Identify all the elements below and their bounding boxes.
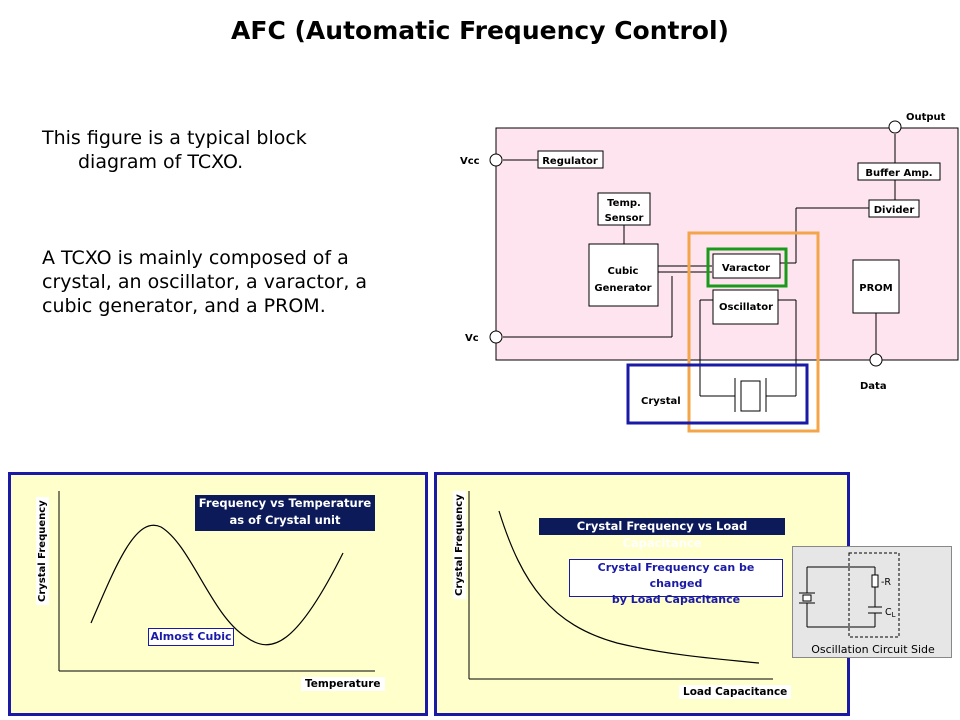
frequency-vs-load-capacitance-plot xyxy=(468,491,773,680)
neg-r-label: -R xyxy=(881,577,891,588)
vcc-terminal xyxy=(489,153,503,167)
intro-line-2: diagram of TCXO. xyxy=(78,151,244,173)
green-highlight-frame xyxy=(706,247,788,288)
cubic-generator-label-line1: Cubic xyxy=(608,266,639,277)
intro-paragraph-1: This figure is a typical block diagram o… xyxy=(42,126,422,174)
vc-terminal xyxy=(489,330,503,344)
buffer-amp-block xyxy=(857,162,941,181)
cl-label: CL xyxy=(885,607,896,619)
circuit-side-boundary xyxy=(848,552,900,638)
output-terminal xyxy=(888,120,902,134)
inset-caption: Oscillation Circuit Side xyxy=(811,643,935,656)
intro-paragraph-2: A TCXO is mainly composed of a crystal, … xyxy=(42,247,368,317)
temp-sensor-label-line2: Sensor xyxy=(605,213,644,224)
data-terminal xyxy=(869,353,883,367)
cubic-generator-block xyxy=(588,243,659,307)
vcc-label: Vcc xyxy=(460,156,480,167)
cubic-curve xyxy=(90,524,344,646)
divider-block xyxy=(868,199,920,218)
intro-line-1: This figure is a typical block xyxy=(42,127,307,149)
chart-title-box: Frequency vs Temperature as of Crystal u… xyxy=(195,495,375,531)
prom-block xyxy=(852,259,900,314)
crystal-symbol xyxy=(740,380,761,412)
temp-sensor-block xyxy=(597,192,651,226)
divider-label: Divider xyxy=(874,205,915,216)
crystal-label: Crystal xyxy=(641,396,681,407)
x-axis-label: Load Capacitance xyxy=(679,685,792,699)
chart-title-line2: as of Crystal unit xyxy=(229,513,341,527)
page-title: AFC (Automatic Frequency Control) xyxy=(231,16,729,45)
varactor-label: Varactor xyxy=(722,263,770,274)
varactor-block xyxy=(712,253,781,279)
diagram-wires xyxy=(503,134,896,412)
load-capacitance-note: Crystal Frequency can be changed by Load… xyxy=(569,559,783,606)
vc-label: Vc xyxy=(465,333,479,344)
chart-title-box: Crystal Frequency vs Load Capacitance xyxy=(539,518,785,550)
data-label: Data xyxy=(860,381,887,392)
output-label: Output xyxy=(906,112,946,123)
temp-sensor-label-line1: Temp. xyxy=(607,198,641,209)
negative-resistance-symbol xyxy=(871,574,879,588)
frequency-vs-temperature-plot xyxy=(58,491,375,672)
prom-label: PROM xyxy=(859,283,893,294)
note-line1: Crystal Frequency can be changed xyxy=(597,561,755,590)
inset-crystal-symbol xyxy=(802,594,812,602)
cl-label-main: C xyxy=(885,607,892,618)
frequency-vs-load-capacitance-panel: Crystal Frequency vs Load Capacitance Cr… xyxy=(434,472,850,716)
blue-highlight-frame xyxy=(626,363,809,425)
almost-cubic-label: Almost Cubic xyxy=(148,628,234,646)
decreasing-curve xyxy=(498,510,760,664)
orange-highlight-frame xyxy=(687,231,820,433)
x-axis-label: Temperature xyxy=(301,677,385,691)
y-axis-label: Crystal Frequency xyxy=(453,491,466,599)
oscillator-block xyxy=(712,289,779,325)
buffer-amp-label: Buffer Amp. xyxy=(865,168,932,179)
regulator-label: Regulator xyxy=(542,156,598,167)
chart-title-line1: Frequency vs Temperature xyxy=(198,496,372,510)
cl-label-sub: L xyxy=(892,611,896,619)
oscillation-circuit-schematic: -R CL Oscillation Circuit Side xyxy=(799,552,935,656)
oscillator-label: Oscillator xyxy=(719,302,773,313)
oscillation-circuit-inset: -R CL Oscillation Circuit Side xyxy=(792,546,952,658)
regulator-block xyxy=(537,150,604,169)
cubic-generator-label-line2: Generator xyxy=(594,283,651,294)
note-line2: by Load Capacitance xyxy=(611,593,741,606)
y-axis-label: Crystal Frequency xyxy=(36,497,49,605)
frequency-vs-temperature-panel: Frequency vs Temperature as of Crystal u… xyxy=(8,472,428,716)
